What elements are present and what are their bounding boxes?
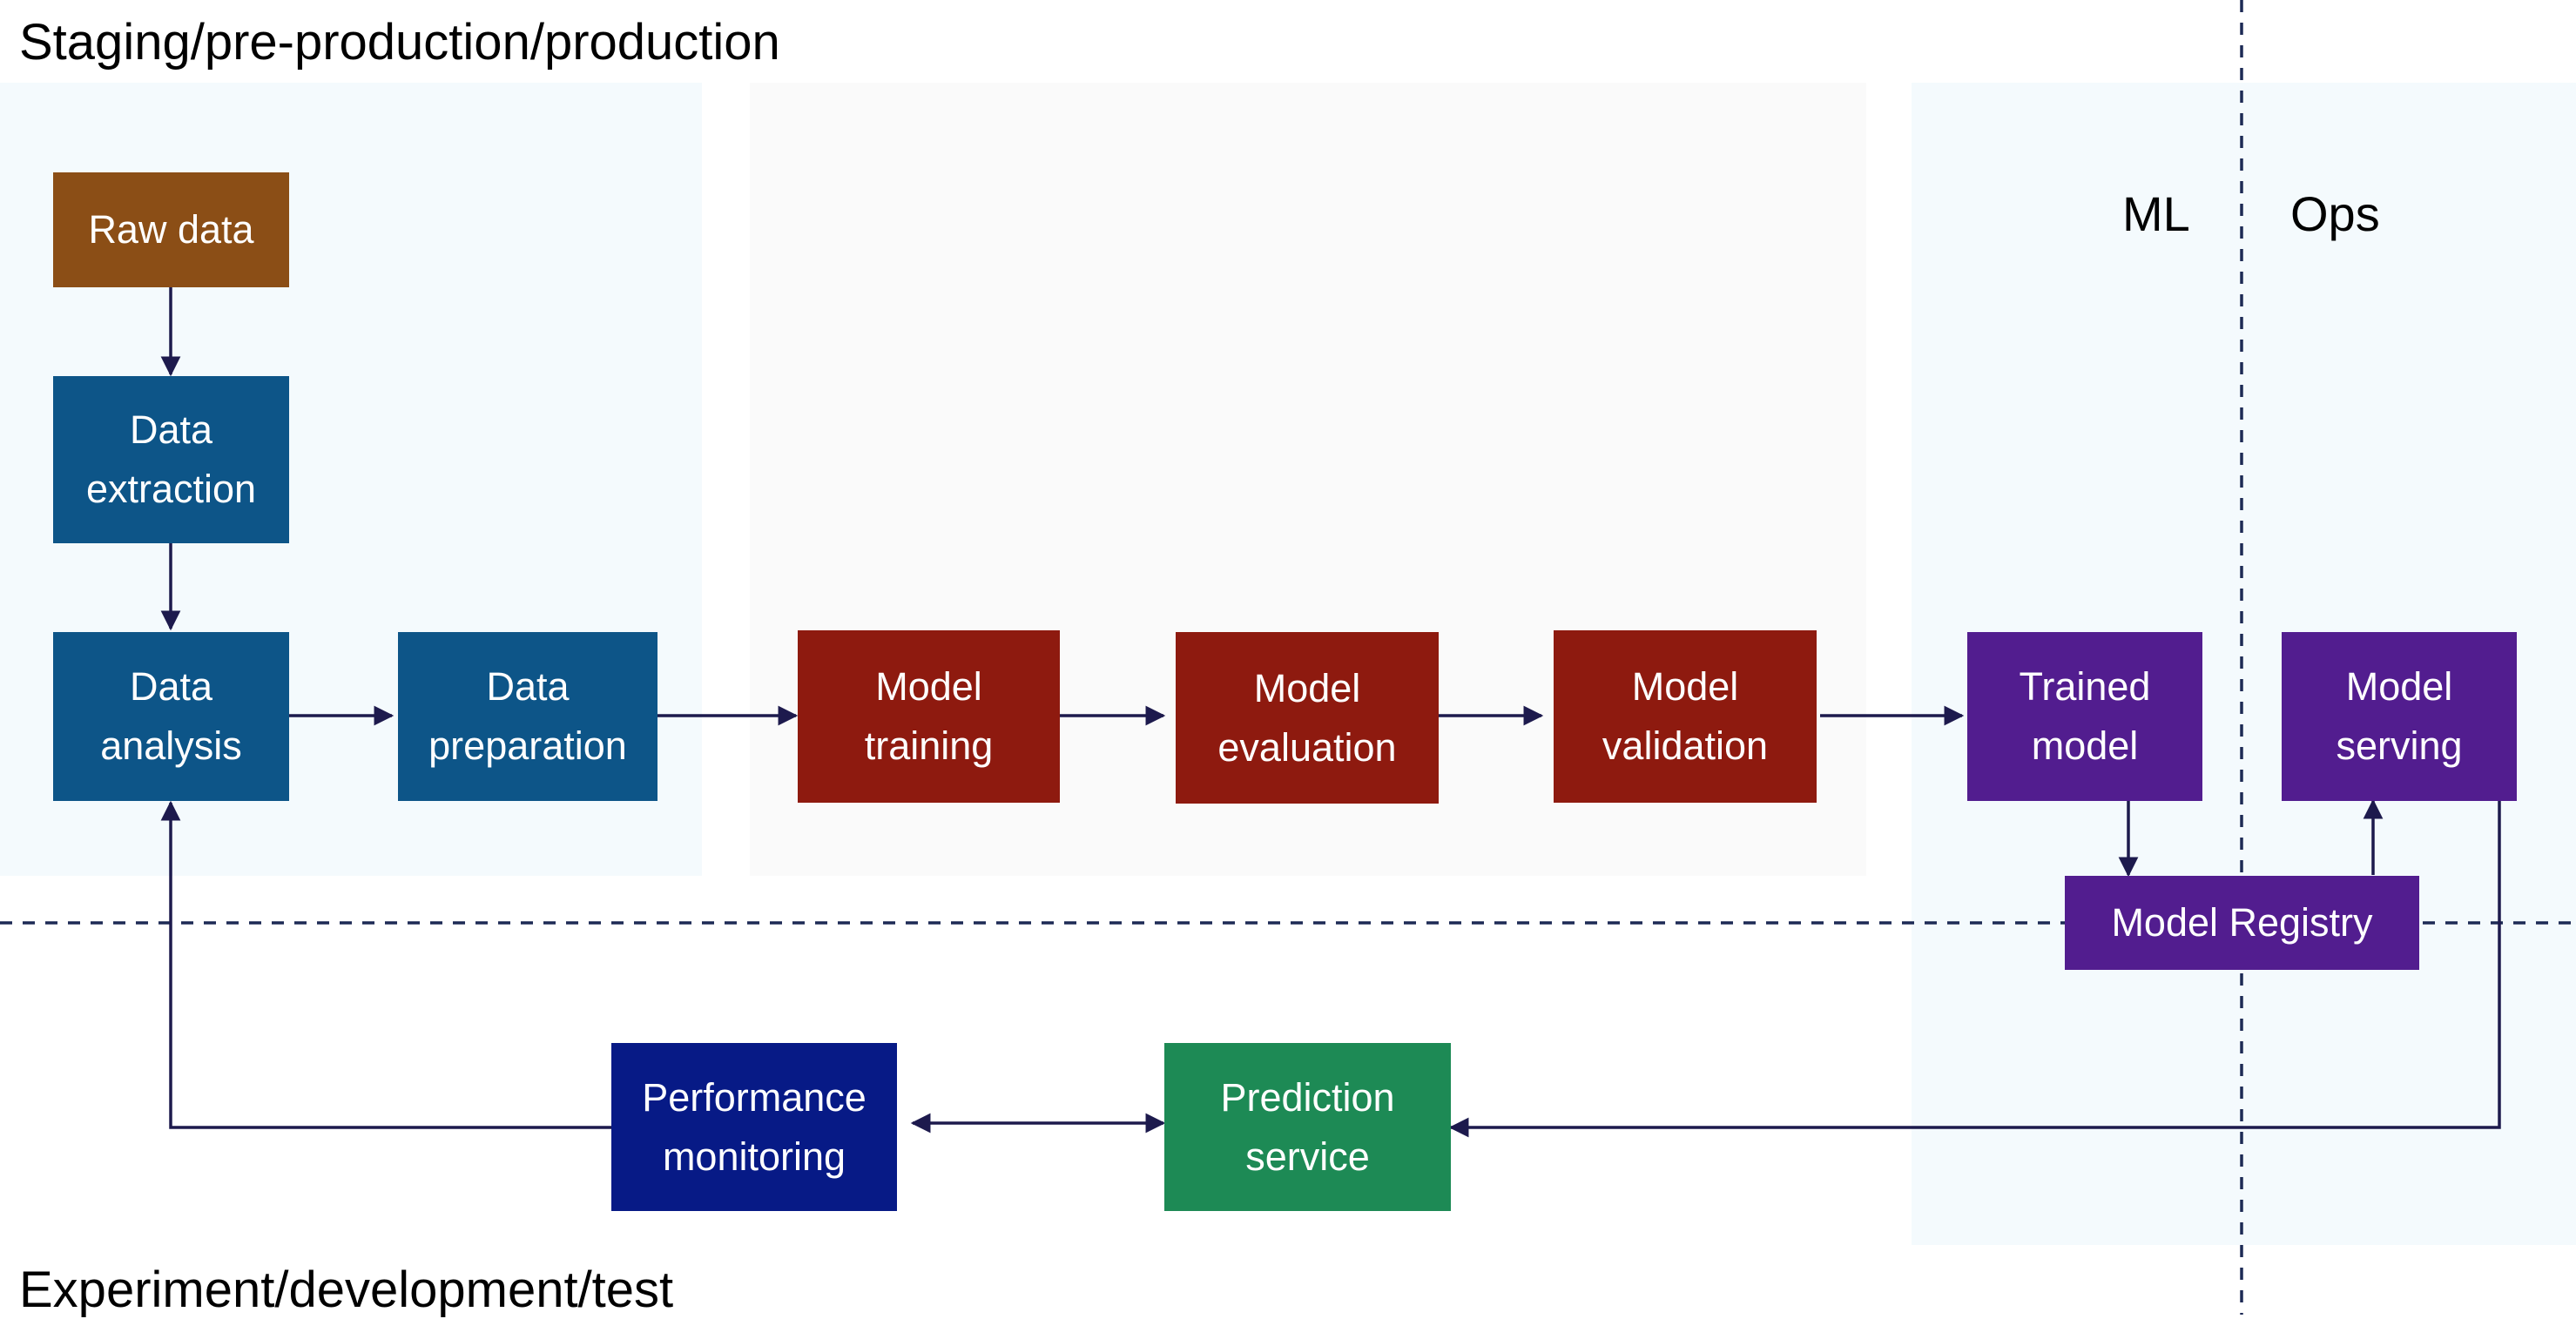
trained-model-node: Trained model bbox=[1967, 632, 2202, 801]
data-analysis-label: Data analysis bbox=[100, 664, 242, 768]
performance-monitoring-node: Performance monitoring bbox=[611, 1043, 897, 1211]
ml-lane-label: ML bbox=[2122, 186, 2190, 241]
model-training-label: Model training bbox=[864, 664, 994, 768]
model-serving-node: Model serving bbox=[2282, 632, 2517, 801]
model-training-node: Model training bbox=[798, 630, 1060, 803]
model-serving-label: Model serving bbox=[2336, 664, 2463, 768]
model-evaluation-label: Model evaluation bbox=[1217, 665, 1397, 770]
prediction-service-label: Prediction service bbox=[1220, 1074, 1395, 1179]
top-environment-label: Staging/pre-production/production bbox=[19, 14, 780, 71]
model-evaluation-node: Model evaluation bbox=[1176, 632, 1439, 804]
data-preparation-label: Data preparation bbox=[428, 664, 627, 768]
model-registry-node: Model Registry bbox=[2065, 876, 2419, 970]
bottom-environment-label: Experiment/development/test bbox=[19, 1262, 674, 1318]
data-analysis-node: Data analysis bbox=[53, 632, 289, 801]
model-validation-label: Model validation bbox=[1602, 664, 1769, 768]
prediction-service-node: Prediction service bbox=[1164, 1043, 1451, 1211]
model-validation-node: Model validation bbox=[1554, 630, 1817, 803]
raw-data-node: Raw data bbox=[53, 172, 289, 287]
ops-lane-label: Ops bbox=[2290, 186, 2380, 241]
data-extraction-node: Data extraction bbox=[53, 376, 289, 543]
performance-monitoring-label: Performance monitoring bbox=[642, 1074, 867, 1179]
raw-data-label: Raw data bbox=[88, 207, 254, 252]
data-preparation-node: Data preparation bbox=[398, 632, 657, 801]
trained-model-label: Trained model bbox=[2019, 664, 2151, 768]
model-registry-label: Model Registry bbox=[2111, 900, 2373, 945]
data-extraction-label: Data extraction bbox=[85, 407, 257, 511]
